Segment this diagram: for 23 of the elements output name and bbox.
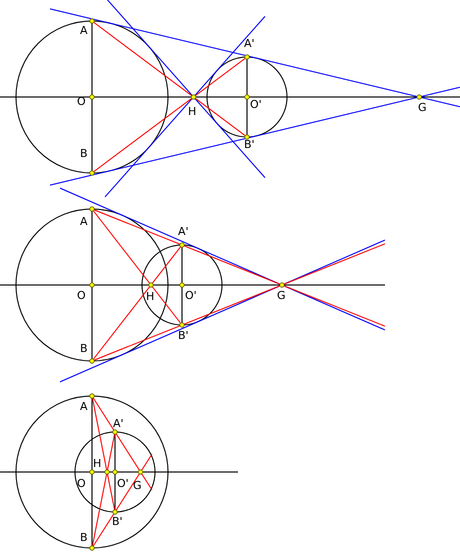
point-label: O' (250, 99, 262, 111)
point-label: A' (178, 226, 189, 238)
point-label: A' (113, 418, 124, 430)
point-label: B' (244, 139, 255, 151)
point-label: A' (244, 38, 255, 50)
point-label: H (93, 458, 102, 470)
point-label: G (277, 290, 286, 302)
point-label: B (80, 532, 88, 544)
point-label: G (418, 102, 427, 114)
point-label: O' (185, 290, 197, 302)
point-label: B' (178, 330, 189, 342)
point-label: A (80, 401, 88, 413)
point-label: O' (117, 478, 129, 490)
point-label: O (77, 290, 86, 302)
point-label: O (77, 478, 86, 490)
point-label: B' (112, 516, 123, 528)
point-label: H (146, 291, 154, 303)
point-label: B (80, 343, 88, 355)
point-label: A (80, 25, 88, 37)
point-label: B (80, 148, 88, 160)
point-label: H (188, 106, 196, 118)
point-label: G (133, 480, 142, 492)
point-label: A (80, 216, 88, 228)
